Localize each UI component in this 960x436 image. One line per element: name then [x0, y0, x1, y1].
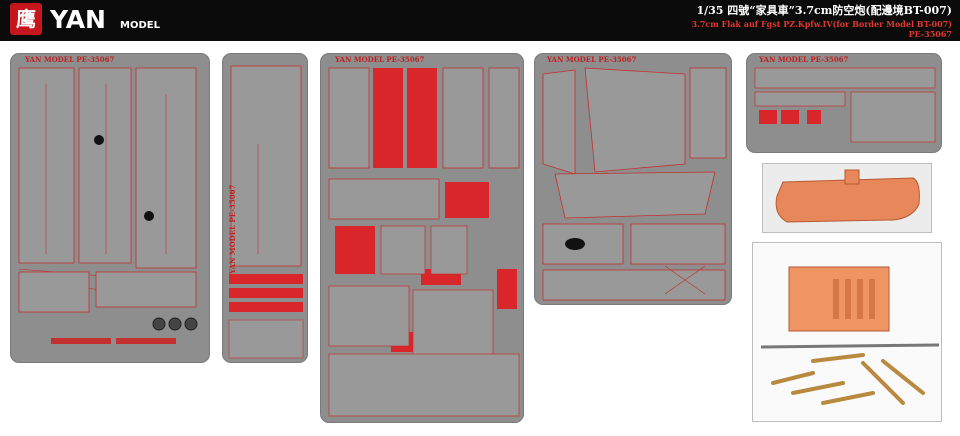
fret-label: YAN MODEL PE-35067 [228, 184, 237, 274]
resin-barrel-photo [762, 163, 932, 233]
fret-label: YAN MODEL PE-35067 [25, 55, 115, 64]
product-subtitle: 3.7cm Flak auf Fgst PZ.Kpfw.IV(for Borde… [691, 19, 952, 29]
brand-seal-logo: 鹰 [10, 3, 42, 35]
fret-5-parts [754, 67, 936, 143]
pe-fret-3: YAN MODEL PE-35067 [320, 53, 524, 423]
hole-marker [565, 238, 585, 250]
product-title: 1/35 四號“家具車”3.7cm防空炮(配邊境BT-007) [696, 4, 952, 17]
fret-3-parts [328, 67, 520, 417]
fret-label: YAN MODEL PE-35067 [335, 55, 425, 64]
resin-ammo-photo [752, 242, 942, 422]
fret-2-parts [228, 65, 304, 359]
fret-label: YAN MODEL PE-35067 [759, 55, 849, 64]
resin-ammo-rack-icon [753, 243, 941, 421]
fret-4-parts [542, 67, 727, 301]
fret-1-parts [18, 67, 198, 344]
brand-seal-glyph: 鹰 [16, 7, 36, 31]
brand-name: YAN [50, 5, 106, 34]
pe-fret-1: YAN MODEL PE-35067 [10, 53, 210, 363]
fret-label: YAN MODEL PE-35067 [547, 55, 637, 64]
pe-fret-5: YAN MODEL PE-35067 [746, 53, 942, 153]
header-bar: 鹰 YAN MODEL 1/35 四號“家具車”3.7cm防空炮(配邊境BT-0… [0, 0, 960, 41]
product-code: PE-35067 [908, 29, 952, 39]
hole-marker [144, 211, 154, 221]
pe-fret-4: YAN MODEL PE-35067 [534, 53, 732, 305]
resin-part-icon [763, 164, 931, 232]
pe-fret-2: YAN MODEL PE-35067 [222, 53, 308, 363]
brand-subtitle: MODEL [120, 20, 160, 31]
hole-marker [94, 135, 104, 145]
